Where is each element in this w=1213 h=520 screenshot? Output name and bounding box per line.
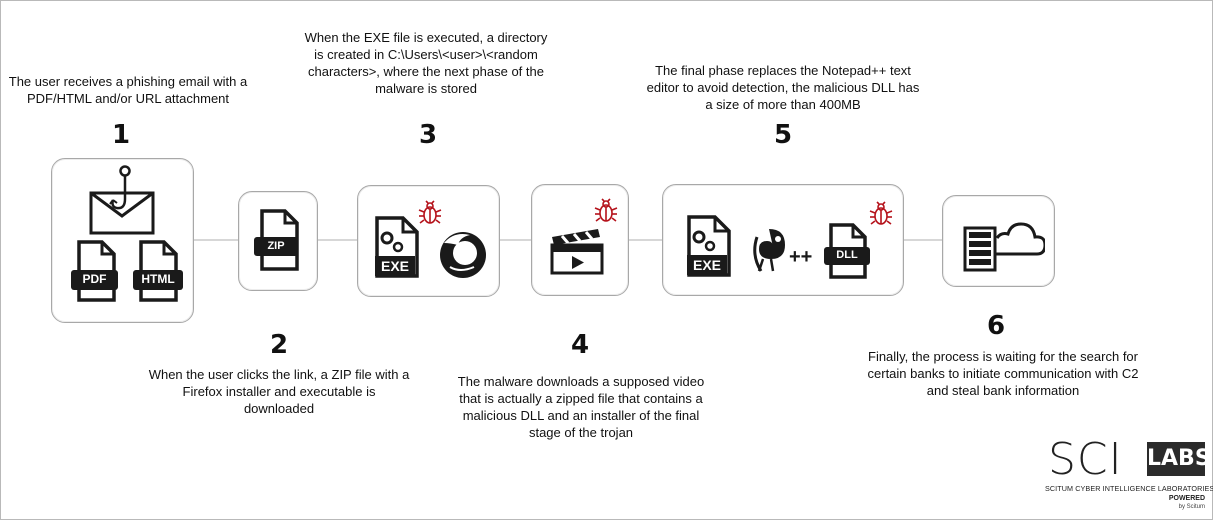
zip-file-icon: [254, 209, 299, 271]
step-5-box: EXE ++ DLL: [662, 184, 904, 296]
html-file-label: HTML: [141, 272, 175, 286]
exe-file-icon: [687, 215, 731, 277]
step-2-box: ZIP: [238, 191, 318, 291]
logo-by-text: by Scitum: [1178, 504, 1205, 510]
notepad-plus-plus-chameleon-icon: [753, 229, 785, 272]
dll-file-label: DLL: [836, 249, 858, 261]
logo-full-name: SCITUM CYBER INTELLIGENCE LABORATORIES: [1045, 484, 1213, 493]
pdf-file-label: PDF: [82, 272, 107, 286]
video-clapperboard-icon: [550, 229, 604, 275]
step-3-description: When the EXE file is executed, a directo…: [304, 30, 548, 96]
server-cloud-icon: [963, 222, 1045, 272]
step-5-description: The final phase replaces the Notepad++ t…: [646, 63, 920, 112]
step-4-box: [531, 184, 629, 296]
pdf-file-icon: [71, 240, 118, 302]
step-1-number: 1: [111, 120, 131, 150]
step-1-box: PDF HTML: [51, 158, 194, 323]
step-1-description: The user receives a phishing email with …: [8, 74, 248, 106]
exe-file-icon: [375, 216, 419, 278]
malware-bug-icon: [594, 198, 618, 222]
step-6-description: Finally, the process is waiting for the …: [867, 349, 1139, 398]
step-3-box: EXE: [357, 185, 500, 297]
step-4-number: 4: [570, 330, 590, 360]
malware-bug-icon: [869, 201, 893, 225]
step-3-number: 3: [418, 120, 438, 150]
dll-file-icon: [824, 223, 870, 279]
exe-file-label: EXE: [692, 257, 721, 273]
logo-sci-text: SCI: [1048, 434, 1123, 485]
scilabs-logo: SCI LABS SCITUM CYBER INTELLIGENCE LABOR…: [1045, 434, 1213, 513]
step-5-number: 5: [773, 120, 793, 150]
phishing-email-icon: [89, 165, 155, 235]
step-2-description: When the user clicks the link, a ZIP fil…: [148, 367, 410, 416]
notepad-plus-plus-label: ++: [789, 246, 813, 268]
step-6-number: 6: [986, 311, 1006, 341]
step-2-number: 2: [269, 330, 289, 360]
html-file-icon: [133, 240, 183, 302]
zip-file-label: ZIP: [267, 240, 285, 252]
firefox-browser-icon: [440, 232, 486, 278]
exe-file-label: EXE: [380, 258, 409, 274]
step-4-description: The malware downloads a supposed video t…: [457, 374, 705, 440]
logo-labs-text: LABS: [1147, 442, 1211, 476]
logo-powered-text: POWERED: [1168, 495, 1205, 502]
step-6-box: [942, 195, 1055, 287]
malware-bug-icon: [418, 200, 442, 224]
